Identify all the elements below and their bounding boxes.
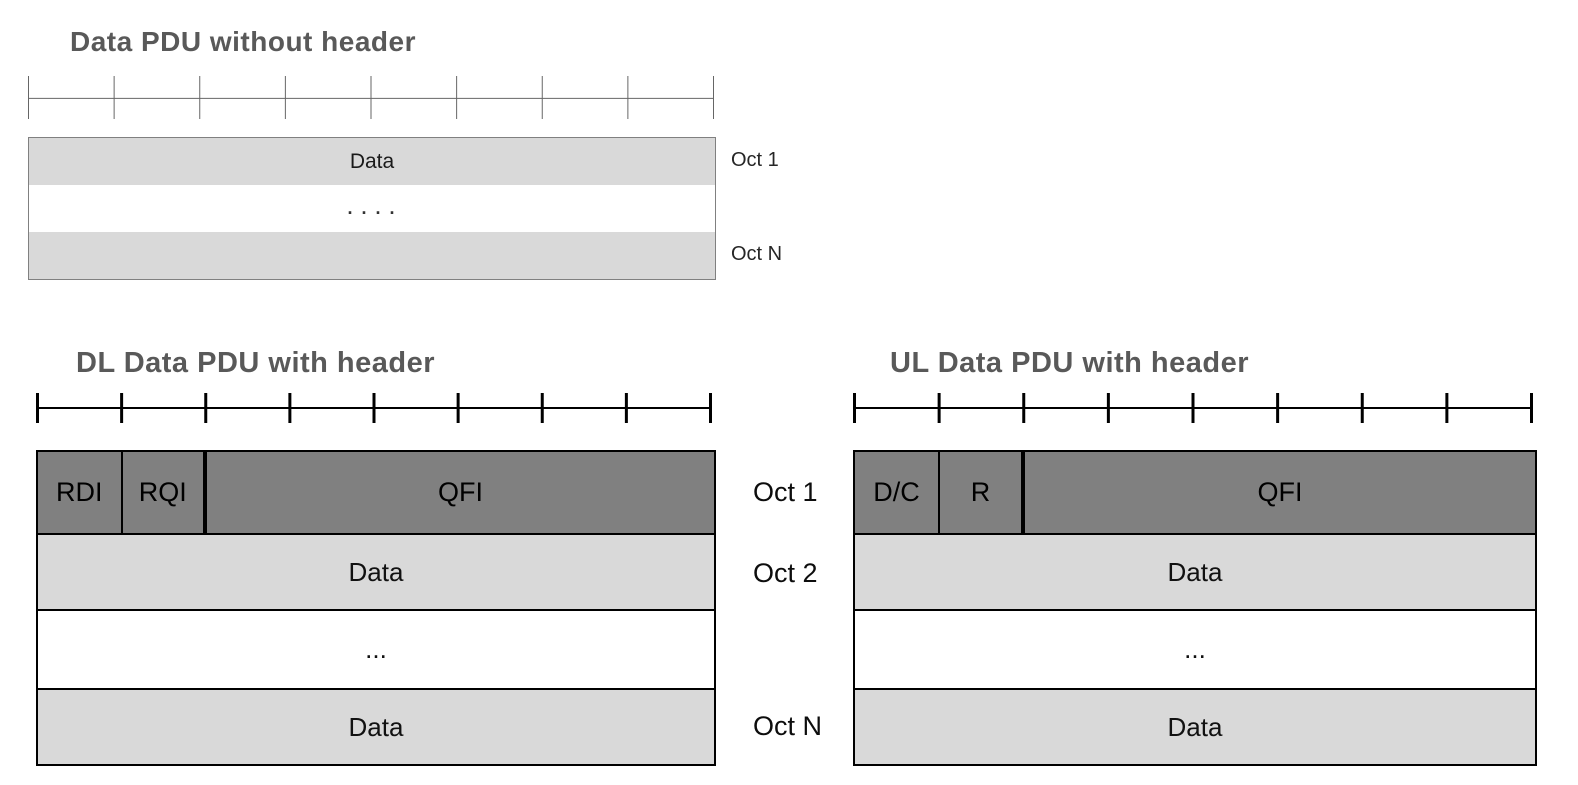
data-row-label: Data <box>349 149 395 173</box>
qfi-field: QFI <box>1257 477 1303 507</box>
data-row: Data <box>29 138 715 185</box>
dc-field: D/C <box>855 452 940 533</box>
no-header-title: Data PDU without header <box>70 26 416 57</box>
dl-header-row: RDI RQI QFI <box>38 452 714 533</box>
data-row: Data <box>38 533 714 609</box>
octet-label: Oct N <box>731 243 783 265</box>
ul-header-row: D/C R QFI <box>855 452 1535 533</box>
bit-ruler-no-header <box>28 76 714 119</box>
data-row-label: Data <box>348 556 404 587</box>
data-row-label: Data <box>348 711 404 742</box>
dl-pdu-box: RDI RQI QFI Data ... Data <box>36 450 716 766</box>
ellipsis-row: . . . . <box>29 185 715 232</box>
ellipsis-label: . . . . <box>347 198 397 218</box>
rdi-field: RDI <box>38 452 123 533</box>
octet-label: Oct 1 <box>731 149 779 171</box>
ul-title: UL Data PDU with header <box>890 347 1250 379</box>
dl-title: DL Data PDU with header <box>76 347 436 379</box>
ellipsis-row: ... <box>38 609 714 688</box>
bit-ruler-ul <box>853 393 1533 423</box>
octet-label: Oct 2 <box>753 557 818 588</box>
ellipsis-label: ... <box>1184 634 1206 664</box>
data-row <box>29 232 715 279</box>
data-row-label: Data <box>1167 711 1223 742</box>
data-row: Data <box>855 688 1535 764</box>
data-row-label: Data <box>1167 556 1223 587</box>
ellipsis-row: ... <box>855 609 1535 688</box>
octet-label: Oct 1 <box>753 477 818 507</box>
data-row: Data <box>855 533 1535 609</box>
bit-ruler-dl <box>36 393 712 423</box>
qfi-field: QFI <box>438 477 483 507</box>
ul-pdu-box: D/C R QFI Data ... Data <box>853 450 1537 766</box>
data-row: Data <box>38 688 714 764</box>
no-header-pdu-box: Data . . . . <box>28 137 716 280</box>
octet-label: Oct N <box>753 710 823 741</box>
r-field: R <box>940 452 1025 533</box>
rqi-field: RQI <box>123 452 207 533</box>
ellipsis-label: ... <box>365 634 387 664</box>
